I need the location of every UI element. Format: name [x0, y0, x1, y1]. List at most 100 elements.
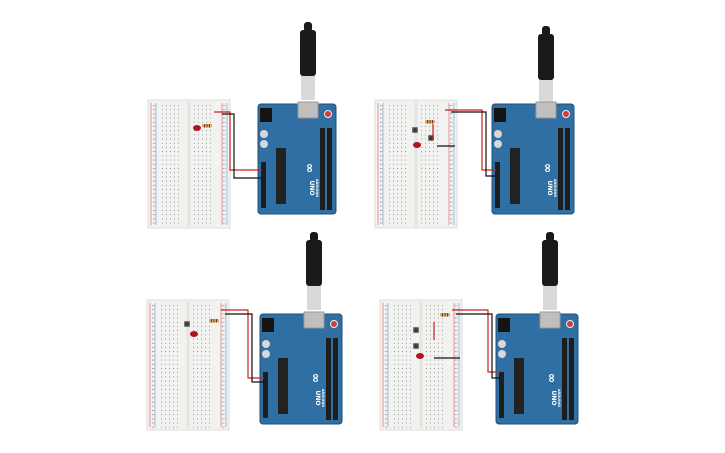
hole: [193, 422, 194, 424]
hole: [401, 201, 402, 203]
hole: [223, 184, 224, 186]
hole: [450, 117, 451, 119]
reset-button[interactable]: [330, 320, 338, 328]
hole: [438, 313, 439, 315]
hole: [178, 130, 179, 132]
hole: [210, 189, 211, 190]
hole: [153, 418, 155, 420]
hole: [194, 168, 195, 169]
hole: [380, 130, 381, 132]
hole: [442, 351, 443, 353]
hole: [154, 189, 156, 190]
hole: [381, 201, 383, 203]
hole: [222, 326, 223, 327]
hole: [402, 359, 403, 361]
hole: [401, 126, 402, 127]
power-jack: [498, 318, 510, 332]
hole: [397, 142, 398, 144]
hole: [426, 380, 427, 382]
hole: [380, 163, 381, 165]
hole: [178, 172, 179, 174]
hole: [385, 418, 386, 420]
hole: [223, 168, 224, 169]
hole: [170, 159, 171, 161]
hole: [222, 317, 223, 319]
reset-button[interactable]: [566, 320, 574, 328]
hole: [455, 347, 456, 348]
hole: [380, 113, 381, 115]
hole: [437, 130, 438, 132]
hole: [421, 189, 422, 190]
hole: [162, 113, 163, 115]
hole: [456, 355, 458, 357]
hole: [224, 214, 226, 216]
usb-cable: [546, 232, 554, 242]
hole: [197, 342, 198, 344]
hole: [153, 214, 154, 216]
hole: [205, 397, 206, 399]
hole: [194, 189, 195, 190]
hole: [434, 397, 435, 399]
hole: [385, 330, 386, 332]
hole: [193, 321, 194, 323]
hole: [437, 121, 438, 123]
hole: [153, 338, 155, 340]
hole: [451, 193, 453, 195]
hole: [433, 222, 434, 224]
hole: [438, 355, 439, 357]
hole: [394, 321, 395, 323]
hole: [153, 176, 154, 178]
hole: [205, 321, 206, 323]
hole: [451, 218, 453, 220]
hole: [201, 326, 202, 327]
center-channel: [186, 302, 190, 428]
hole: [162, 176, 163, 178]
hole: [201, 342, 202, 344]
hole: [393, 105, 394, 106]
hole: [201, 372, 202, 374]
reset-button[interactable]: [562, 110, 570, 118]
hole: [393, 193, 394, 195]
hole: [455, 342, 456, 344]
hole: [205, 359, 206, 361]
hole: [394, 389, 395, 390]
hole: [430, 330, 431, 332]
hole: [433, 109, 434, 111]
hole: [437, 138, 438, 140]
hole: [451, 176, 453, 178]
hole: [393, 134, 394, 136]
hole: [210, 197, 211, 199]
hole: [425, 201, 426, 203]
hole: [433, 172, 434, 174]
hole: [153, 155, 154, 157]
hole: [194, 121, 195, 123]
hole: [223, 105, 224, 106]
hole: [405, 138, 406, 140]
hole: [437, 113, 438, 115]
reset-button[interactable]: [324, 110, 332, 118]
hole: [152, 351, 153, 353]
hole: [455, 359, 456, 361]
hole: [210, 138, 211, 140]
hole: [380, 197, 381, 199]
hole: [162, 121, 163, 123]
hole: [170, 113, 171, 115]
hole: [402, 397, 403, 399]
hole: [434, 418, 435, 420]
hole: [398, 321, 399, 323]
hole: [402, 372, 403, 374]
hole: [430, 393, 431, 395]
hole: [198, 155, 199, 157]
hole: [401, 130, 402, 132]
hole: [166, 109, 167, 111]
hole: [198, 109, 199, 111]
hole: [405, 176, 406, 178]
hole: [173, 309, 174, 311]
hole: [386, 405, 388, 407]
hole: [152, 376, 153, 378]
hole: [197, 347, 198, 348]
hole: [385, 389, 386, 390]
hole: [386, 305, 388, 306]
hole: [437, 105, 438, 106]
hole: [455, 326, 456, 327]
